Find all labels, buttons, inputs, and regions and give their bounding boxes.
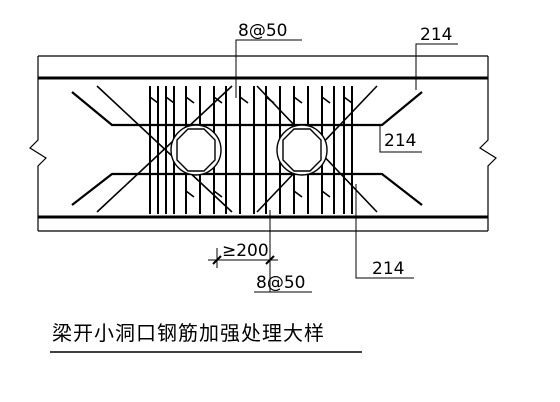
drawing-title: 梁开小洞口钢筋加强处理大样	[52, 321, 325, 345]
label-min-spacing: ≥200	[222, 241, 269, 261]
label-bar-middle-right: 214	[384, 131, 416, 151]
opening-right	[276, 124, 328, 176]
dimension-ticks	[212, 255, 275, 265]
stirrup-hooks	[149, 96, 353, 198]
label-bar-bottom-right: 214	[372, 259, 404, 279]
label-top-spacing: 8@50	[238, 21, 287, 41]
opening-left	[170, 124, 222, 176]
beam-outline	[29, 55, 497, 232]
main-longitudinal-bars	[38, 76, 488, 219]
local-reinforcing-bars	[71, 91, 423, 206]
leader-lines	[208, 39, 458, 293]
label-bar-top-right: 214	[420, 25, 452, 45]
label-bottom-spacing: 8@50	[256, 273, 305, 293]
